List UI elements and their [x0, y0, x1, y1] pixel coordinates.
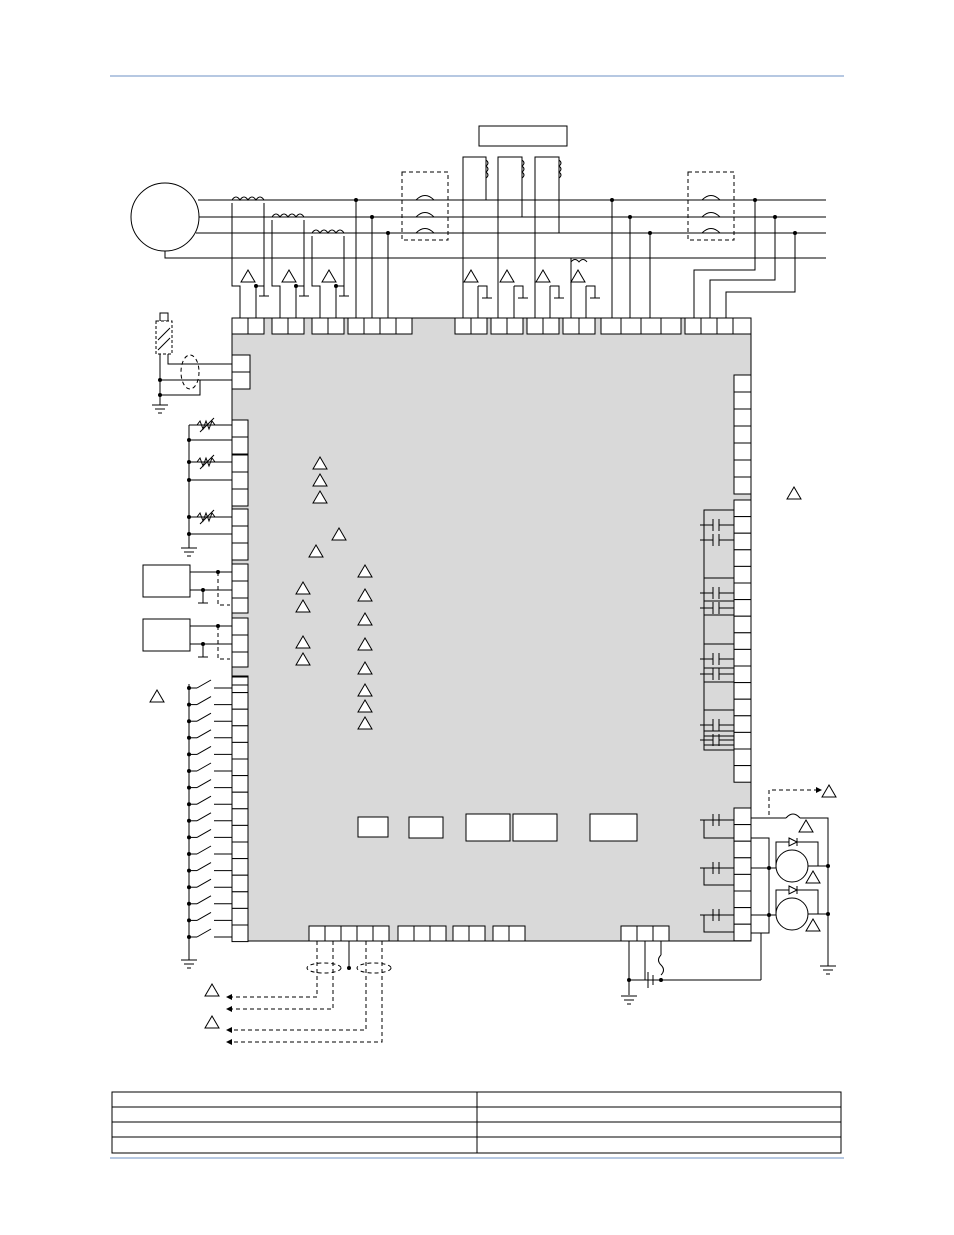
- rtd-senders: [181, 417, 249, 561]
- magnetic-pickup: [152, 312, 251, 414]
- top-terminal-strip: [231, 317, 752, 335]
- panel-note-triangles: [149, 456, 802, 730]
- top-note-triangles: [240, 269, 586, 283]
- panel-internal-blocks: [357, 813, 638, 842]
- fuse-block-left: [401, 171, 449, 241]
- sensing-ct-coils: [462, 156, 562, 258]
- analog-transducers: [142, 563, 249, 668]
- voltage-sensing-drops: [354, 198, 797, 318]
- communication-wiring: [204, 941, 392, 1045]
- fuse-block-right: [687, 171, 735, 241]
- controller-panel: [231, 317, 752, 942]
- bottom-terminal-strip: [308, 925, 670, 942]
- fuel-start-circuit: [751, 784, 837, 975]
- output-contacts: [700, 509, 734, 933]
- generator-ct-group: [231, 196, 349, 318]
- right-terminal-column: [733, 374, 752, 942]
- sensing-block: [478, 125, 568, 147]
- legend-table: [111, 1091, 842, 1154]
- contact-inputs: [181, 675, 249, 969]
- battery-circuit: [621, 933, 762, 1005]
- generator-symbol: [130, 182, 200, 252]
